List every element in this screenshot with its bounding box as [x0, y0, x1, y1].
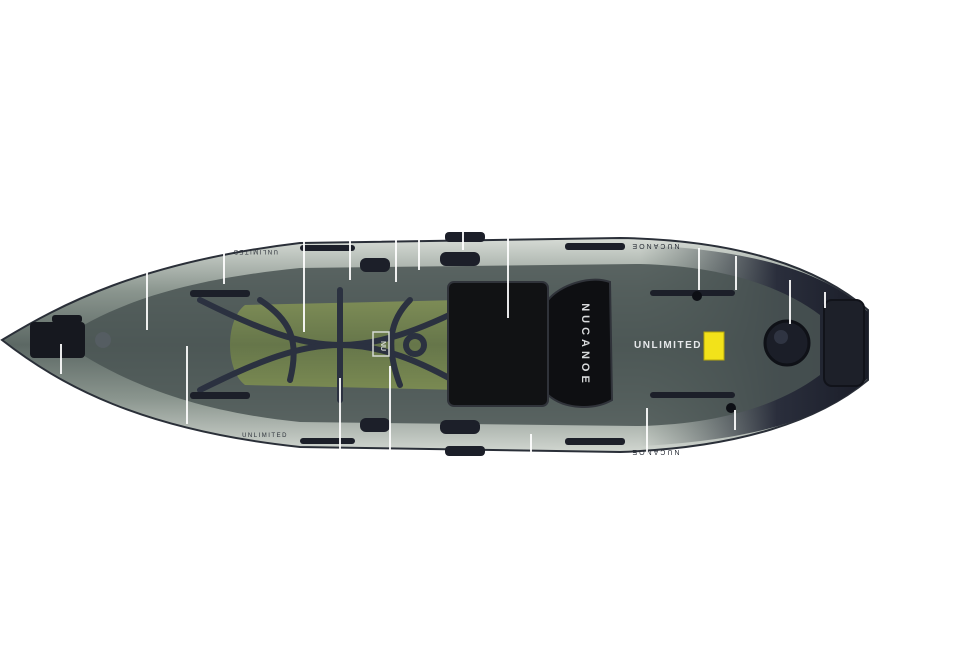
rail-text-top: NUCANOE [630, 242, 679, 249]
warning-label [703, 331, 725, 361]
image-artifact-stripe [349, 236, 351, 280]
image-artifact-stripe [395, 232, 397, 282]
stern-model-text: UNLIMITED [634, 340, 702, 351]
rail-text-left-top: UNLIMITED [232, 248, 278, 254]
image-artifact-stripe [698, 248, 700, 290]
rail-text-left-bottom: UNLIMITED [242, 433, 288, 439]
kayak-seat[interactable]: NUCANOE [447, 278, 614, 408]
stern-fittings [692, 291, 865, 413]
image-artifact-stripe [530, 434, 532, 458]
image-artifact-stripe [303, 238, 305, 332]
image-artifact-stripe [734, 410, 736, 430]
deck-logo: NU [372, 331, 390, 357]
image-artifact-stripe [389, 366, 391, 454]
image-artifact-stripe [146, 272, 148, 330]
image-artifact-stripe [735, 256, 737, 290]
image-artifact-stripe [339, 378, 341, 452]
side-rails [190, 232, 735, 456]
image-artifact-stripe [507, 232, 509, 318]
deck-ribs [197, 287, 473, 403]
image-artifact-stripe [824, 292, 826, 308]
image-artifact-stripe [60, 344, 62, 374]
image-artifact-stripe [462, 232, 464, 250]
image-artifact-stripe [789, 280, 791, 324]
image-artifact-stripe [646, 408, 648, 458]
image-artifact-stripe [223, 250, 225, 284]
image-artifact-stripe [186, 346, 188, 424]
seat-brand-text: NUCANOE [579, 303, 591, 387]
deck-logo-text: NU [379, 341, 386, 351]
bow-handle [30, 315, 111, 358]
rail-text-bottom: NUCANOE [630, 448, 679, 455]
image-artifact-stripe [418, 232, 420, 270]
